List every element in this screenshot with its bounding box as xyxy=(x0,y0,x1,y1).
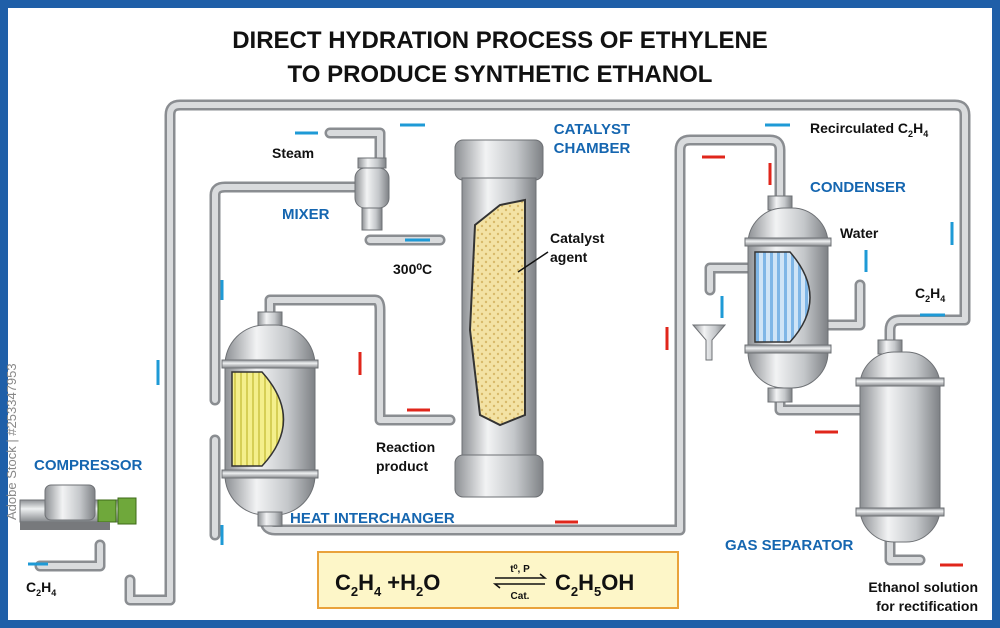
gas-separator-unit xyxy=(855,339,945,543)
label-compressor: COMPRESSOR xyxy=(34,457,143,474)
catalyst-bed xyxy=(468,198,526,427)
label-steam: Steam xyxy=(272,145,314,161)
label-condenser: CONDENSER xyxy=(810,179,906,196)
label-ethanol-2: for rectification xyxy=(876,598,978,614)
label-recirculated: Recirculated C2H4 xyxy=(810,120,928,139)
label-mixer: MIXER xyxy=(282,206,330,223)
catalyst-chamber xyxy=(454,139,544,498)
drain-funnel xyxy=(691,324,727,361)
catalyst-leader-line xyxy=(517,251,549,273)
equation-reactants: C2H4+H2O xyxy=(335,570,440,599)
equation-product: C2H5OH xyxy=(555,570,634,599)
equation-conditions-top: t⁰, P xyxy=(510,564,530,575)
label-catalyst-agent-2: agent xyxy=(550,249,588,265)
equation-conditions-bottom: Cat. xyxy=(511,591,530,602)
heat-interchanger-unit xyxy=(221,311,319,527)
label-catalyst: CATALYST xyxy=(554,121,630,138)
label-gas-separator: GAS SEPARATOR xyxy=(725,537,854,554)
label-temperature: 300⁰C xyxy=(393,261,432,277)
reaction-equation: C2H4+H2O t⁰, P Cat. C2H5OH xyxy=(317,551,679,609)
label-ethanol-1: Ethanol solution xyxy=(868,579,978,595)
compressor-unit xyxy=(19,484,137,530)
condenser-unit xyxy=(691,195,832,403)
title-line-2: TO PRODUCE SYNTHETIC ETHANOL xyxy=(288,61,713,88)
label-catalyst-agent-1: Catalyst xyxy=(550,230,605,246)
label-c2h4-right: C2H4 xyxy=(915,285,945,304)
title-line-1: DIRECT HYDRATION PROCESS OF ETHYLENE xyxy=(232,27,768,54)
flow-arrows xyxy=(28,123,963,567)
label-product: product xyxy=(376,458,428,474)
mixer-unit xyxy=(354,157,390,231)
equation-arrow-reverse xyxy=(492,583,545,589)
label-chamber: CHAMBER xyxy=(554,140,631,157)
pipe-network xyxy=(34,99,971,606)
label-reaction: Reaction xyxy=(376,439,435,455)
label-water: Water xyxy=(840,225,879,241)
equation-box xyxy=(317,551,679,609)
label-heat-interchanger: HEAT INTERCHANGER xyxy=(290,510,455,527)
label-c2h4-input: C2H4 xyxy=(26,579,56,598)
equation-arrow-forward xyxy=(495,573,548,579)
stock-id: Adobe Stock | #253347953 xyxy=(4,363,19,520)
